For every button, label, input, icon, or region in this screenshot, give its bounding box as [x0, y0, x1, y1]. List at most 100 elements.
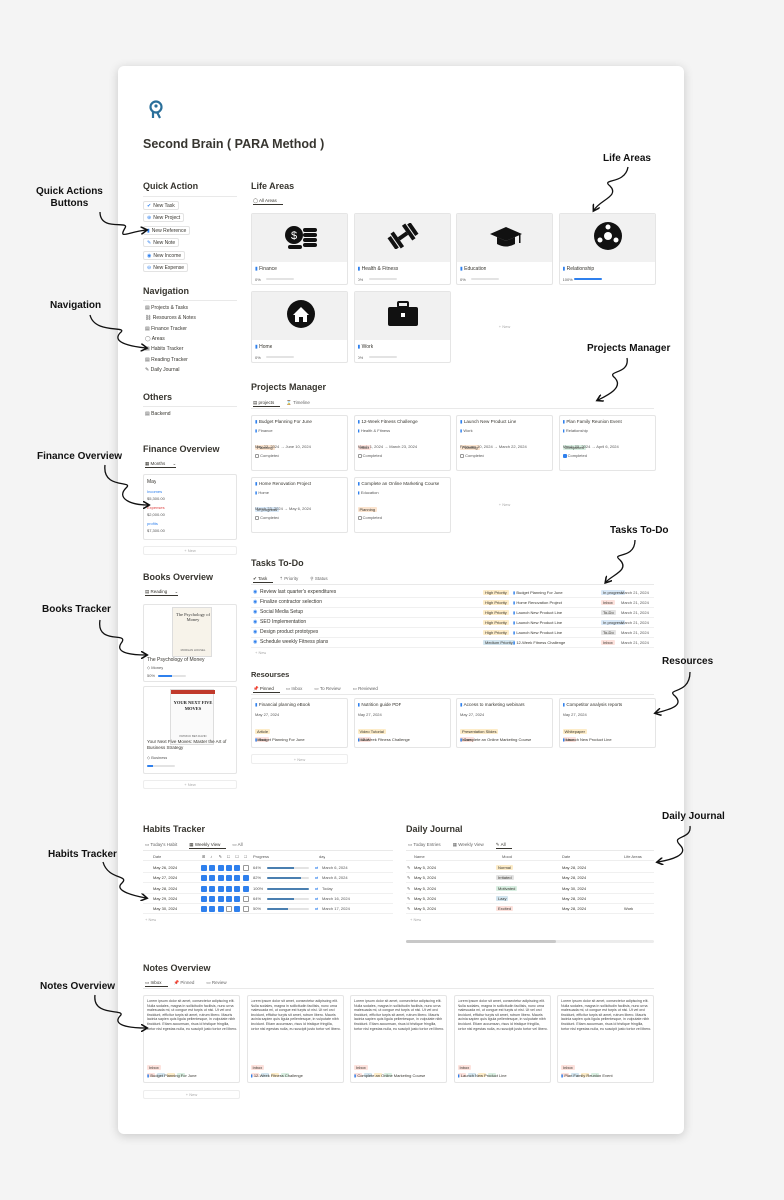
project-card[interactable]: ▮ 12-Week Fitness Challenge▮ Health & Fi… — [353, 415, 451, 471]
tab-weekly-view[interactable]: ▦ Weekly View — [189, 842, 227, 849]
quick-action-button[interactable]: ⊖New Expense — [143, 263, 189, 272]
nav-item[interactable]: ✎ Daily Journal — [145, 367, 180, 374]
book-card[interactable]: YOUR NEXT FIVE MOVES PATRICK BET-DAVID Y… — [143, 686, 237, 774]
habit-checkbox[interactable] — [217, 885, 224, 892]
habit-checkbox[interactable] — [209, 906, 216, 913]
note-card[interactable]: Lorem ipsum dolor sit amet, consectetur … — [143, 995, 240, 1083]
habit-checkbox[interactable] — [209, 895, 216, 902]
tab-inbox[interactable]: ▭ Inbox — [285, 686, 303, 691]
nav-item[interactable]: ▤ Projects & Tasks — [145, 305, 188, 312]
habit-checkbox[interactable] — [209, 865, 216, 871]
habit-checkbox[interactable] — [201, 865, 207, 871]
habit-checkbox[interactable] — [242, 895, 249, 902]
tab-todays-habit[interactable]: ▭ Today's Habit — [145, 842, 178, 847]
habit-checkbox[interactable] — [225, 906, 232, 913]
habit-checkbox[interactable] — [217, 875, 224, 882]
finance-card[interactable]: May Incomes $5,300.00 Expenses $2,000.00… — [143, 474, 237, 540]
quick-action-button[interactable]: ✎New Note — [143, 238, 180, 248]
note-card[interactable]: Lorem ipsum dolor sit amet, consectetur … — [350, 995, 447, 1083]
habit-checkbox[interactable] — [234, 906, 241, 913]
nav-item[interactable]: ⛓ Resources & Notes — [145, 315, 196, 322]
finance-view-tab[interactable]: ▦ Months ⌄ — [145, 461, 177, 468]
tab-review[interactable]: ▭ Review — [206, 980, 227, 985]
life-areas-view-tab[interactable]: ◯ All Areas — [253, 198, 289, 205]
habit-checkbox[interactable] — [201, 875, 207, 882]
tab-pinned[interactable]: 📌 Pinned — [173, 980, 195, 985]
habits-new-button[interactable]: + New — [145, 917, 157, 922]
notes-new-button[interactable]: + New — [143, 1090, 240, 1099]
habit-checkbox[interactable] — [234, 885, 241, 892]
horizontal-scrollbar[interactable] — [406, 940, 654, 943]
tab-priority[interactable]: ⇡ Priority — [279, 576, 299, 581]
completed-checkbox[interactable]: Completed — [562, 453, 587, 458]
completed-checkbox[interactable]: Completed — [460, 453, 484, 458]
completed-checkbox[interactable]: Completed — [255, 453, 279, 458]
habit-checkbox[interactable] — [242, 885, 249, 892]
tab-all[interactable]: ✎ All — [495, 842, 512, 849]
tab-today-entries[interactable]: ▭ Today Entries — [408, 842, 441, 847]
tab-reviewed[interactable]: ▭ Reviewed — [352, 686, 378, 691]
project-card[interactable]: ▮ Plan Family Reunion Event▮ Relationshi… — [558, 415, 656, 471]
tab-inbox[interactable]: ▭ Inbox — [145, 980, 168, 987]
nav-item[interactable]: ▤ Finance Tracker — [145, 326, 187, 333]
tab-status[interactable]: ⚲ Status — [310, 576, 328, 581]
journal-new-button[interactable]: + New — [410, 917, 422, 922]
habit-checkbox[interactable] — [201, 906, 207, 913]
habit-checkbox[interactable] — [217, 906, 224, 913]
habit-checkbox[interactable] — [225, 865, 232, 871]
books-view-tab[interactable]: ▤ Reading ⌄ — [145, 589, 179, 596]
nav-item[interactable]: ◯ Areas — [145, 336, 165, 343]
completed-checkbox[interactable]: Completed — [357, 453, 382, 458]
completed-checkbox[interactable]: Completed — [357, 515, 382, 520]
tab-all[interactable]: ▭ All — [232, 842, 243, 847]
resources-new-button[interactable]: + New — [251, 754, 348, 764]
habit-checkbox[interactable] — [209, 875, 216, 882]
habit-checkbox[interactable] — [217, 895, 224, 902]
habit-checkbox[interactable] — [225, 885, 232, 892]
tab-timeline[interactable]: ⌛ Timeline — [286, 400, 310, 405]
habit-checkbox[interactable] — [234, 895, 241, 902]
tab-pinned[interactable]: 📌 Pinned — [253, 686, 280, 693]
habit-checkbox[interactable] — [225, 875, 232, 882]
habit-checkbox[interactable] — [201, 895, 207, 902]
habit-checkbox[interactable] — [234, 865, 241, 871]
projects-new-button[interactable]: + New — [498, 502, 511, 507]
quick-action-button[interactable]: ✔New Task — [143, 201, 179, 210]
project-card[interactable]: ▮ Complete an Online Marketing Course▮ E… — [353, 477, 451, 533]
tab-to-review[interactable]: ▭ To Review — [314, 686, 341, 691]
tab-weekly-view[interactable]: ▦ Weekly View — [452, 842, 484, 847]
quick-action-button[interactable]: ⊕New Project — [143, 213, 185, 223]
tab-task[interactable]: ✔ Task — [253, 576, 274, 583]
life-areas-new-button[interactable]: + New — [498, 324, 511, 329]
tab-projects[interactable]: ▤ projects — [253, 400, 281, 407]
books-new-button[interactable]: + New — [143, 780, 237, 789]
note-card[interactable]: Lorem ipsum dolor sit amet, consectetur … — [453, 995, 551, 1083]
habit-checkbox[interactable] — [217, 865, 224, 871]
habit-checkbox[interactable] — [242, 875, 249, 882]
finance-new-button[interactable]: + New — [143, 546, 237, 555]
